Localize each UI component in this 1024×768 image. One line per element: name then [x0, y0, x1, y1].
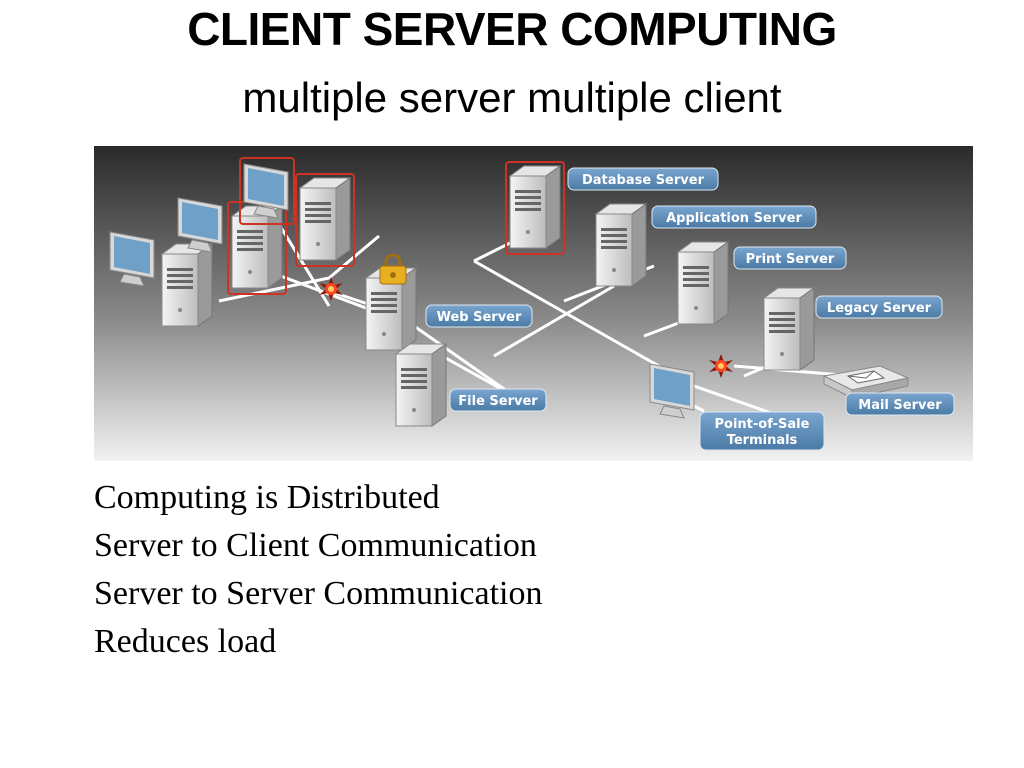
label-legacy-server: Legacy Server — [815, 295, 943, 319]
slide-title: CLIENT SERVER COMPUTING — [187, 3, 837, 55]
svg-text:Web Server: Web Server — [437, 310, 522, 325]
label-mail-server: Mail Server — [845, 392, 955, 416]
label-file-server: File Server — [449, 388, 547, 412]
svg-text:Application Server: Application Server — [666, 211, 802, 226]
envelope-icon — [846, 370, 886, 384]
label-print-server: Print Server — [733, 246, 847, 270]
svg-text:Print Server: Print Server — [746, 252, 835, 267]
svg-text:Point-of-Sale: Point-of-Sale — [715, 417, 810, 432]
web-server — [365, 253, 417, 351]
file-server — [395, 343, 447, 427]
bullet-item: Server to Client Communication — [94, 527, 537, 564]
print-server — [677, 241, 729, 325]
bullet-item: Reduces load — [94, 623, 277, 660]
label-pos-terminals: Point-of-Sale Terminals — [699, 411, 825, 451]
svg-text:File Server: File Server — [458, 394, 538, 409]
legacy-server — [763, 287, 815, 371]
bullet-item: Computing is Distributed — [94, 479, 440, 516]
svg-text:Legacy Server: Legacy Server — [827, 301, 932, 316]
svg-text:Terminals: Terminals — [727, 433, 798, 448]
label-web-server: Web Server — [425, 304, 533, 328]
database-server — [505, 161, 565, 255]
client-tower — [161, 243, 213, 327]
bullet-item: Server to Server Communication — [94, 575, 543, 612]
label-database-server: Database Server — [567, 167, 719, 191]
svg-text:Database Server: Database Server — [582, 173, 705, 188]
client-computer — [239, 157, 295, 225]
slide-subtitle: multiple server multiple client — [242, 74, 782, 121]
svg-text:Mail Server: Mail Server — [858, 398, 942, 413]
lock-icon — [379, 253, 407, 285]
client-tower — [295, 173, 355, 267]
application-server — [595, 203, 647, 287]
label-application-server: Application Server — [651, 205, 817, 229]
bullet-list: Computing is Distributed Server to Clien… — [94, 474, 543, 666]
network-diagram: Database Server Application Server Print… — [94, 146, 973, 461]
